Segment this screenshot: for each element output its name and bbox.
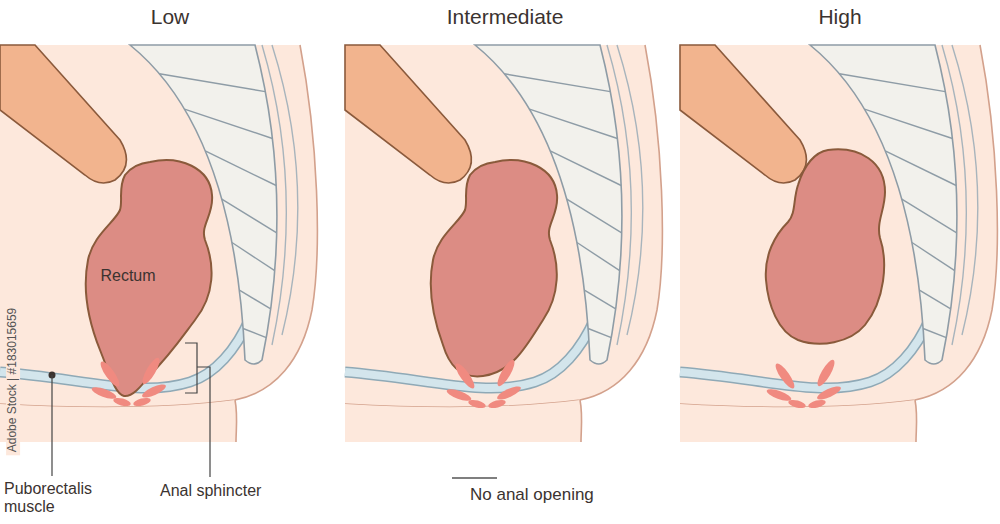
- panel-title: High: [818, 5, 861, 29]
- rectum: [431, 160, 558, 376]
- panel-low: [0, 45, 317, 442]
- rectum: [86, 160, 213, 396]
- muscle-label: Anal sphincter: [160, 482, 261, 500]
- callout-shape: [452, 477, 497, 478]
- sphincter-bracket: [185, 343, 210, 477]
- panel-intermediate: [345, 45, 662, 442]
- panel-title: Intermediate: [447, 5, 564, 29]
- panel-title: Low: [151, 5, 190, 29]
- watermark: Adobe Stock | #183015659: [6, 305, 20, 456]
- callout-text: No anal opening: [470, 485, 594, 505]
- organ-label: Rectum: [100, 267, 155, 285]
- callout-bubble: No anal opening: [440, 478, 624, 512]
- leader-line: [51, 375, 52, 476]
- rectum: [766, 149, 885, 343]
- panel-high: [680, 45, 997, 442]
- muscle-label: Puborectalis muscle: [4, 480, 112, 517]
